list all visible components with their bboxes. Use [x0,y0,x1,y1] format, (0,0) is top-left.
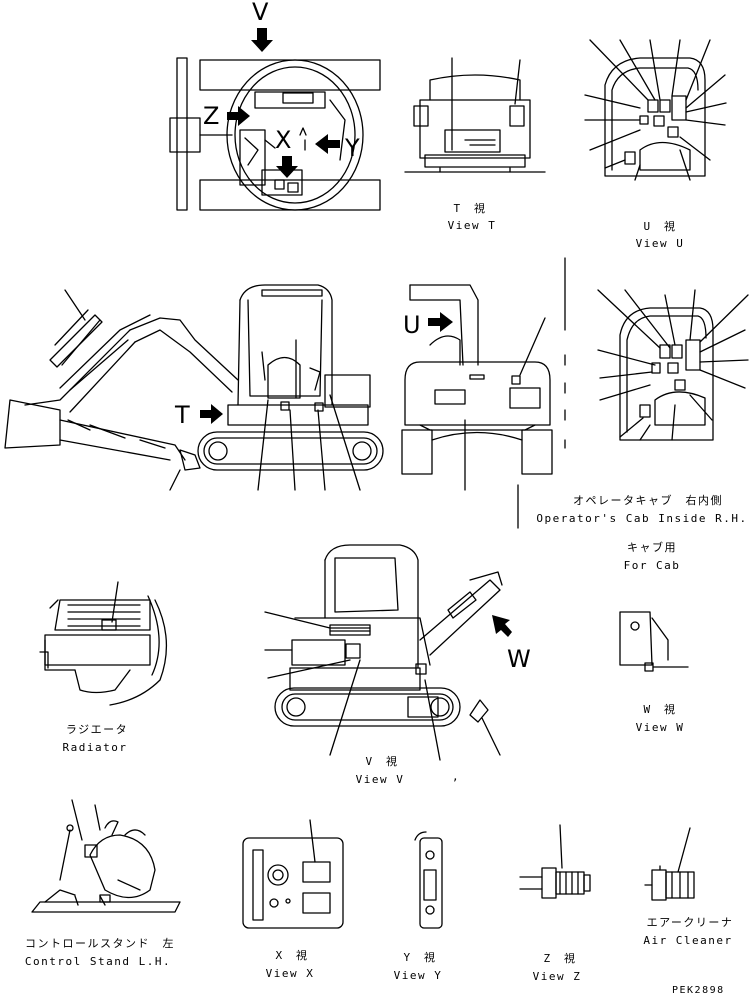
view-z-caption-en: View Z [532,970,582,983]
view-v-mark: , [452,770,461,783]
for-cab-caption-en: For Cab [623,559,681,572]
view-u-caption-jp: U 視 [643,220,677,233]
rear-view-drawing [401,284,553,491]
control-stand-caption-en: Control Stand L.H. [24,955,172,968]
radiator-caption-jp: ラジエータ [65,723,129,736]
view-v-caption-en: View V [355,773,405,786]
air-cleaner-drawing [644,827,695,901]
view-x-caption-en: View X [265,967,315,980]
view-w-drawing [619,611,689,672]
control-stand-caption-jp: コントロールスタンド 左 [25,937,175,950]
top-view-drawing [169,28,381,211]
cab-inside-rh-drawing [597,289,749,441]
view-arrow-w-label: W [507,645,531,673]
for-cab-caption-jp: キャブ用 [627,541,677,554]
view-arrow-x-label: X [275,126,292,154]
cab-inside-caption-en: Operator's Cab Inside R.H. [536,512,748,525]
view-arrow-u-label: U [403,311,421,339]
view-u-drawing [584,39,727,181]
radiator-drawing [39,581,168,706]
view-z-drawing [519,824,591,899]
view-z-caption-jp: Z 視 [543,952,577,965]
view-t-drawing [404,57,546,173]
view-arrow-y-label: Y [345,134,360,162]
view-y-caption-jp: Y 視 [403,951,437,964]
view-y-drawing [414,831,443,929]
view-arrow-z-label: Z [203,102,220,130]
air-cleaner-caption-jp: エアークリーナ [646,916,734,929]
air-cleaner-caption-en: Air Cleaner [643,934,733,947]
view-v-drawing [264,544,512,761]
view-y-caption-en: View Y [393,969,443,982]
view-t-caption-en: View T [447,219,497,232]
radiator-caption-en: Radiator [62,741,128,754]
view-v-caption-jp: V 視 [365,755,399,768]
main-side-view-drawing [4,284,384,491]
view-w-caption-jp: W 視 [643,703,677,716]
view-arrow-t-label: T [175,401,190,429]
drawing-code: PEK2898 [672,985,725,996]
view-t-caption-jp: T 視 [453,202,487,215]
cab-inside-caption-jp: オペレータキャブ 右内側 [573,494,723,507]
view-x-caption-jp: X 視 [275,949,309,962]
section-separator [517,257,566,529]
control-stand-drawing [31,799,181,913]
view-u-caption-en: View U [635,237,685,250]
view-x-drawing [242,819,344,929]
view-w-caption-en: View W [635,721,685,734]
view-arrow-v-label: V [252,0,269,26]
